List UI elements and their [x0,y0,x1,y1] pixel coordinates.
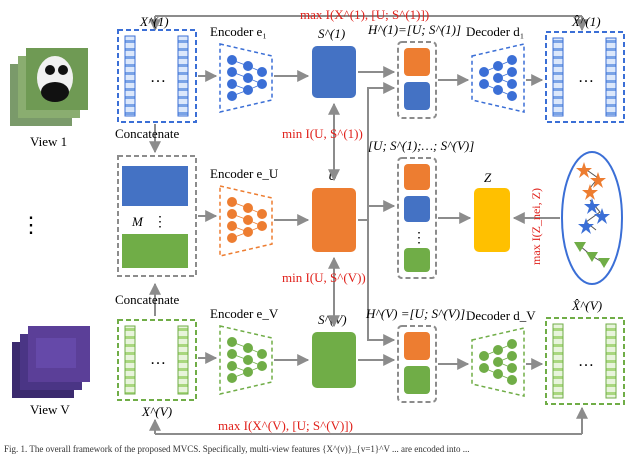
m-box [117,155,197,277]
encoder-eu-label: Encoder e_U [210,166,279,181]
encoder-e1 [219,43,273,113]
objective-top: max I(X^(1), [U; S^(1)]) [300,7,429,22]
s1-label: S^(1) [318,26,345,41]
sv-block [312,332,356,388]
viewv-image [12,326,90,398]
xhat1-label: X̂^(1) [571,14,601,29]
encoder-ev [219,325,273,395]
decoder-dv [471,327,525,397]
concat-sv-block [404,248,430,272]
xhat1-bar-left [552,37,564,117]
xhatv-bar-right [605,323,617,399]
concatenate-top-label: Concatenate [115,126,179,141]
xv-label: X^(V) [141,404,172,419]
xhatv-ellipsis: … [578,353,594,370]
m-green-block [122,234,188,268]
x1-box [117,29,197,123]
view1-label: View 1 [30,134,67,149]
xhat1-ellipsis: … [578,69,594,86]
xhatv-bar-left [552,323,564,399]
xv-feature-bars [124,325,189,395]
hv-s-block [404,366,430,394]
objective-mid-bottom: min I(U, S^(V)) [282,270,366,285]
figure-caption: Fig. 1. The overall framework of the pro… [4,444,470,454]
top-loop-arrow [149,15,588,32]
views-vdots: ⋮ [20,212,42,237]
z-block [474,188,510,252]
x1-ellipsis: … [150,69,166,86]
z-label: Z [484,170,492,185]
xv-box [117,319,197,401]
decoder-d1 [471,43,525,113]
decoder-d1-label: Decoder d₁ [466,24,524,39]
objective-right: max I(Z_nei, Z) [529,188,543,265]
h1-box [397,41,437,119]
h1-s-block [404,82,430,110]
h1-u-block [404,48,430,76]
hv-label: H^(V) =[U; S^(V)] [365,306,465,321]
xv-ellipsis: … [150,351,166,368]
m-label: M [131,214,144,229]
xhatv-label: X̂^(V) [571,298,602,313]
neighbor-cluster [561,151,623,285]
xhat1-bar-right [605,37,617,117]
concat-s1-block [404,196,430,222]
viewv-label: View V [30,402,70,417]
encoder-ev-label: Encoder e_V [210,306,279,321]
s1-block [312,46,356,98]
concat-h-label: [U; S^(1);…; S^(V)] [368,138,474,153]
encoder-e1-label: Encoder e₁ [210,24,267,39]
u-block [312,188,356,252]
hv-box [397,325,437,403]
h1-label: H^(1)=[U; S^(1)] [367,22,461,37]
xhat1-box [545,31,625,123]
bottom-loop-arrow [149,406,588,435]
concat-h-box [397,157,437,279]
routing-lines [358,66,396,366]
objective-bottom: max I(X^(V), [U; S^(V)]) [218,418,353,433]
concat-u-block [404,164,430,190]
concat-vdots: ⋮ [412,231,426,246]
objective-mid-top: min I(U, S^(1)) [282,126,363,141]
concatenate-bottom-label: Concatenate [115,292,179,307]
encoder-eu [219,185,273,257]
sv-label: S^(V) [318,312,347,327]
m-blue-block [122,166,188,206]
decoder-dv-label: Decoder d_V [466,308,536,323]
x1-feature-bars [124,35,189,117]
x1-label: X^(1) [139,14,169,29]
m-vdots: ⋮ [153,215,167,230]
xhatv-box [545,317,625,405]
view1-image [10,48,88,126]
hv-u-block [404,332,430,360]
